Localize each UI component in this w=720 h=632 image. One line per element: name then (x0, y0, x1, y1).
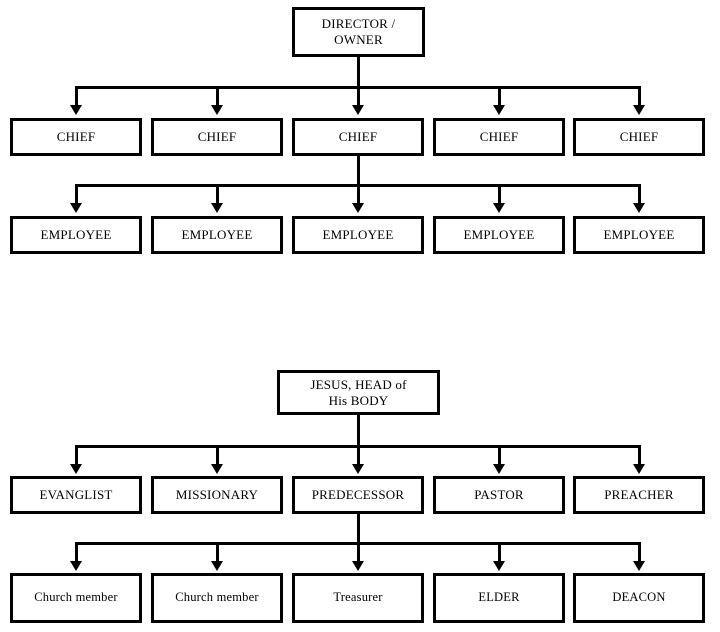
node-label: CHIEF (619, 129, 659, 145)
arrowhead-ministry-1 (70, 464, 82, 474)
connector-drop-ministry-5 (638, 445, 641, 467)
node-label: PREDECESSOR (311, 487, 405, 503)
arrowhead-ministry-3 (352, 464, 364, 474)
arrowhead-ministry-4 (493, 464, 505, 474)
arrowhead-member-3 (352, 561, 364, 571)
arrowhead-employee-1 (70, 203, 82, 213)
node-missionary[interactable]: MISSIONARY (151, 476, 283, 514)
node-jesus-head[interactable]: JESUS, HEAD of His BODY (277, 370, 440, 415)
arrowhead-employee-2 (211, 203, 223, 213)
node-chief-3[interactable]: CHIEF (292, 118, 424, 156)
node-label: JESUS, HEAD of His BODY (310, 376, 407, 408)
node-label: EMPLOYEE (40, 227, 112, 243)
arrowhead-chief-4 (493, 105, 505, 115)
connector-bus-level-three (76, 184, 641, 187)
arrowhead-employee-4 (493, 203, 505, 213)
connector-drop-member-2 (216, 542, 219, 564)
arrowhead-employee-3 (352, 203, 364, 213)
node-evangelist[interactable]: EVANGLIST (10, 476, 142, 514)
node-label: PREACHER (604, 487, 674, 503)
connector-drop-employee-5 (638, 184, 641, 206)
connector-drop-employee-2 (216, 184, 219, 206)
node-employee-1[interactable]: EMPLOYEE (10, 216, 142, 254)
arrowhead-chief-2 (211, 105, 223, 115)
node-predecessor[interactable]: PREDECESSOR (292, 476, 424, 514)
node-label: Church member (34, 590, 118, 605)
connector-bus-level-three (76, 542, 641, 545)
node-chief-1[interactable]: CHIEF (10, 118, 142, 156)
node-employee-4[interactable]: EMPLOYEE (433, 216, 565, 254)
node-label: DIRECTOR / OWNER (321, 16, 396, 47)
connector-drop-chief-4 (498, 86, 501, 108)
node-employee-3[interactable]: EMPLOYEE (292, 216, 424, 254)
connector-drop-chief-5 (638, 86, 641, 108)
arrowhead-ministry-5 (633, 464, 645, 474)
connector-drop-member-5 (638, 542, 641, 564)
node-label: Treasurer (333, 590, 383, 605)
node-preacher[interactable]: PREACHER (573, 476, 705, 514)
node-label: EVANGLIST (39, 487, 113, 503)
node-label: EMPLOYEE (603, 227, 675, 243)
connector-drop-chief-1 (75, 86, 78, 108)
node-label: Church member (175, 590, 259, 605)
node-label: DEACON (612, 590, 666, 605)
arrowhead-member-1 (70, 561, 82, 571)
node-employee-2[interactable]: EMPLOYEE (151, 216, 283, 254)
connector-drop-member-4 (498, 542, 501, 564)
arrowhead-member-4 (493, 561, 505, 571)
connector-drop-chief-2 (216, 86, 219, 108)
connector-ministry-stem (357, 514, 360, 564)
node-employee-5[interactable]: EMPLOYEE (573, 216, 705, 254)
arrowhead-chief-5 (633, 105, 645, 115)
node-label: EMPLOYEE (322, 227, 394, 243)
connector-drop-employee-1 (75, 184, 78, 206)
node-treasurer[interactable]: Treasurer (292, 573, 424, 623)
connector-chief-stem (357, 156, 360, 206)
node-label: ELDER (478, 590, 520, 605)
node-director-owner[interactable]: DIRECTOR / OWNER (292, 7, 425, 57)
node-chief-5[interactable]: CHIEF (573, 118, 705, 156)
arrowhead-member-5 (633, 561, 645, 571)
node-chief-4[interactable]: CHIEF (433, 118, 565, 156)
node-label: CHIEF (479, 129, 519, 145)
arrowhead-chief-3 (352, 105, 364, 115)
connector-drop-chief-3 (357, 86, 360, 108)
node-label: CHIEF (338, 129, 378, 145)
node-label: CHIEF (197, 129, 237, 145)
connector-drop-ministry-3 (357, 445, 360, 467)
connector-drop-member-1 (75, 542, 78, 564)
node-label: EMPLOYEE (463, 227, 535, 243)
node-pastor[interactable]: PASTOR (433, 476, 565, 514)
node-church-member-2[interactable]: Church member (151, 573, 283, 623)
arrowhead-chief-1 (70, 105, 82, 115)
node-elder[interactable]: ELDER (433, 573, 565, 623)
connector-drop-ministry-1 (75, 445, 78, 467)
connector-drop-ministry-2 (216, 445, 219, 467)
connector-root-stem (357, 415, 360, 445)
node-label: PASTOR (474, 487, 524, 503)
arrowhead-member-2 (211, 561, 223, 571)
arrowhead-ministry-2 (211, 464, 223, 474)
node-chief-2[interactable]: CHIEF (151, 118, 283, 156)
connector-drop-employee-4 (498, 184, 501, 206)
node-label: EMPLOYEE (181, 227, 253, 243)
node-deacon[interactable]: DEACON (573, 573, 705, 623)
node-church-member-1[interactable]: Church member (10, 573, 142, 623)
arrowhead-employee-5 (633, 203, 645, 213)
node-label: CHIEF (56, 129, 96, 145)
connector-root-stem (357, 57, 360, 86)
node-label: MISSIONARY (175, 487, 259, 503)
connector-drop-ministry-4 (498, 445, 501, 467)
